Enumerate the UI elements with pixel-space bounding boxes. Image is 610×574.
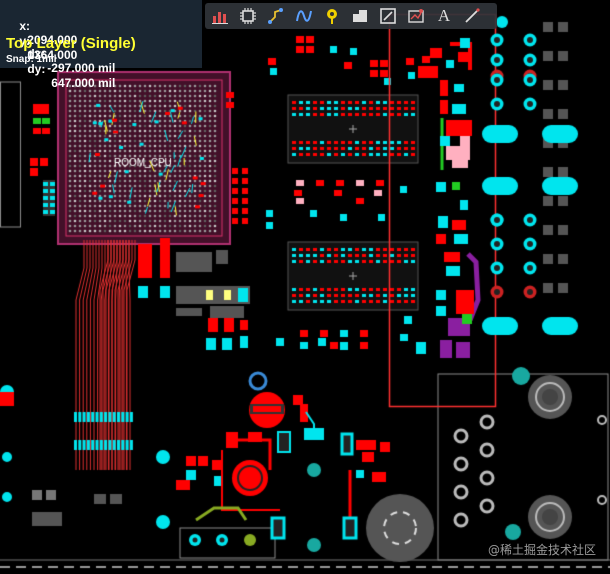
dy-value: 647.000 mil bbox=[51, 76, 116, 90]
pin-marker-icon[interactable] bbox=[321, 5, 343, 27]
current-layer-label: Top Layer (Single) bbox=[6, 35, 136, 52]
route-track-icon[interactable] bbox=[265, 5, 287, 27]
pcb-toolbar: A bbox=[205, 3, 497, 29]
y-value: 1364.000 bbox=[27, 48, 78, 62]
dx-label: dx: bbox=[27, 47, 46, 61]
interactive-route-icon[interactable] bbox=[293, 5, 315, 27]
keepout-icon[interactable] bbox=[377, 5, 399, 27]
hud-row-y: y: 1364.000 dy: 647.000 mil bbox=[6, 20, 115, 104]
text-tool-icon[interactable]: A bbox=[433, 5, 455, 27]
fill-region-icon[interactable] bbox=[349, 5, 371, 27]
dx-value: -297.000 mil bbox=[47, 61, 116, 75]
hud-row-x: x: 2094.000 dx: -297.000 mil bbox=[6, 5, 115, 89]
x-label: x: bbox=[19, 19, 31, 33]
x-value: 2094.000 bbox=[27, 33, 78, 47]
y-label: y: bbox=[19, 34, 31, 48]
chip-icon[interactable] bbox=[237, 5, 259, 27]
dimension-icon[interactable] bbox=[405, 5, 427, 27]
watermark-text: @稀土掘金技术社区 bbox=[487, 543, 596, 557]
dy-label: dy: bbox=[27, 62, 46, 76]
bar-chart-icon[interactable] bbox=[209, 5, 231, 27]
text-tool-glyph: A bbox=[437, 6, 451, 25]
line-tool-icon[interactable] bbox=[461, 5, 483, 27]
snap-setting-label: Snap: 1mil bbox=[6, 54, 57, 65]
coordinate-hud: x: 2094.000 dx: -297.000 mil y: 1364.000… bbox=[0, 0, 202, 90]
